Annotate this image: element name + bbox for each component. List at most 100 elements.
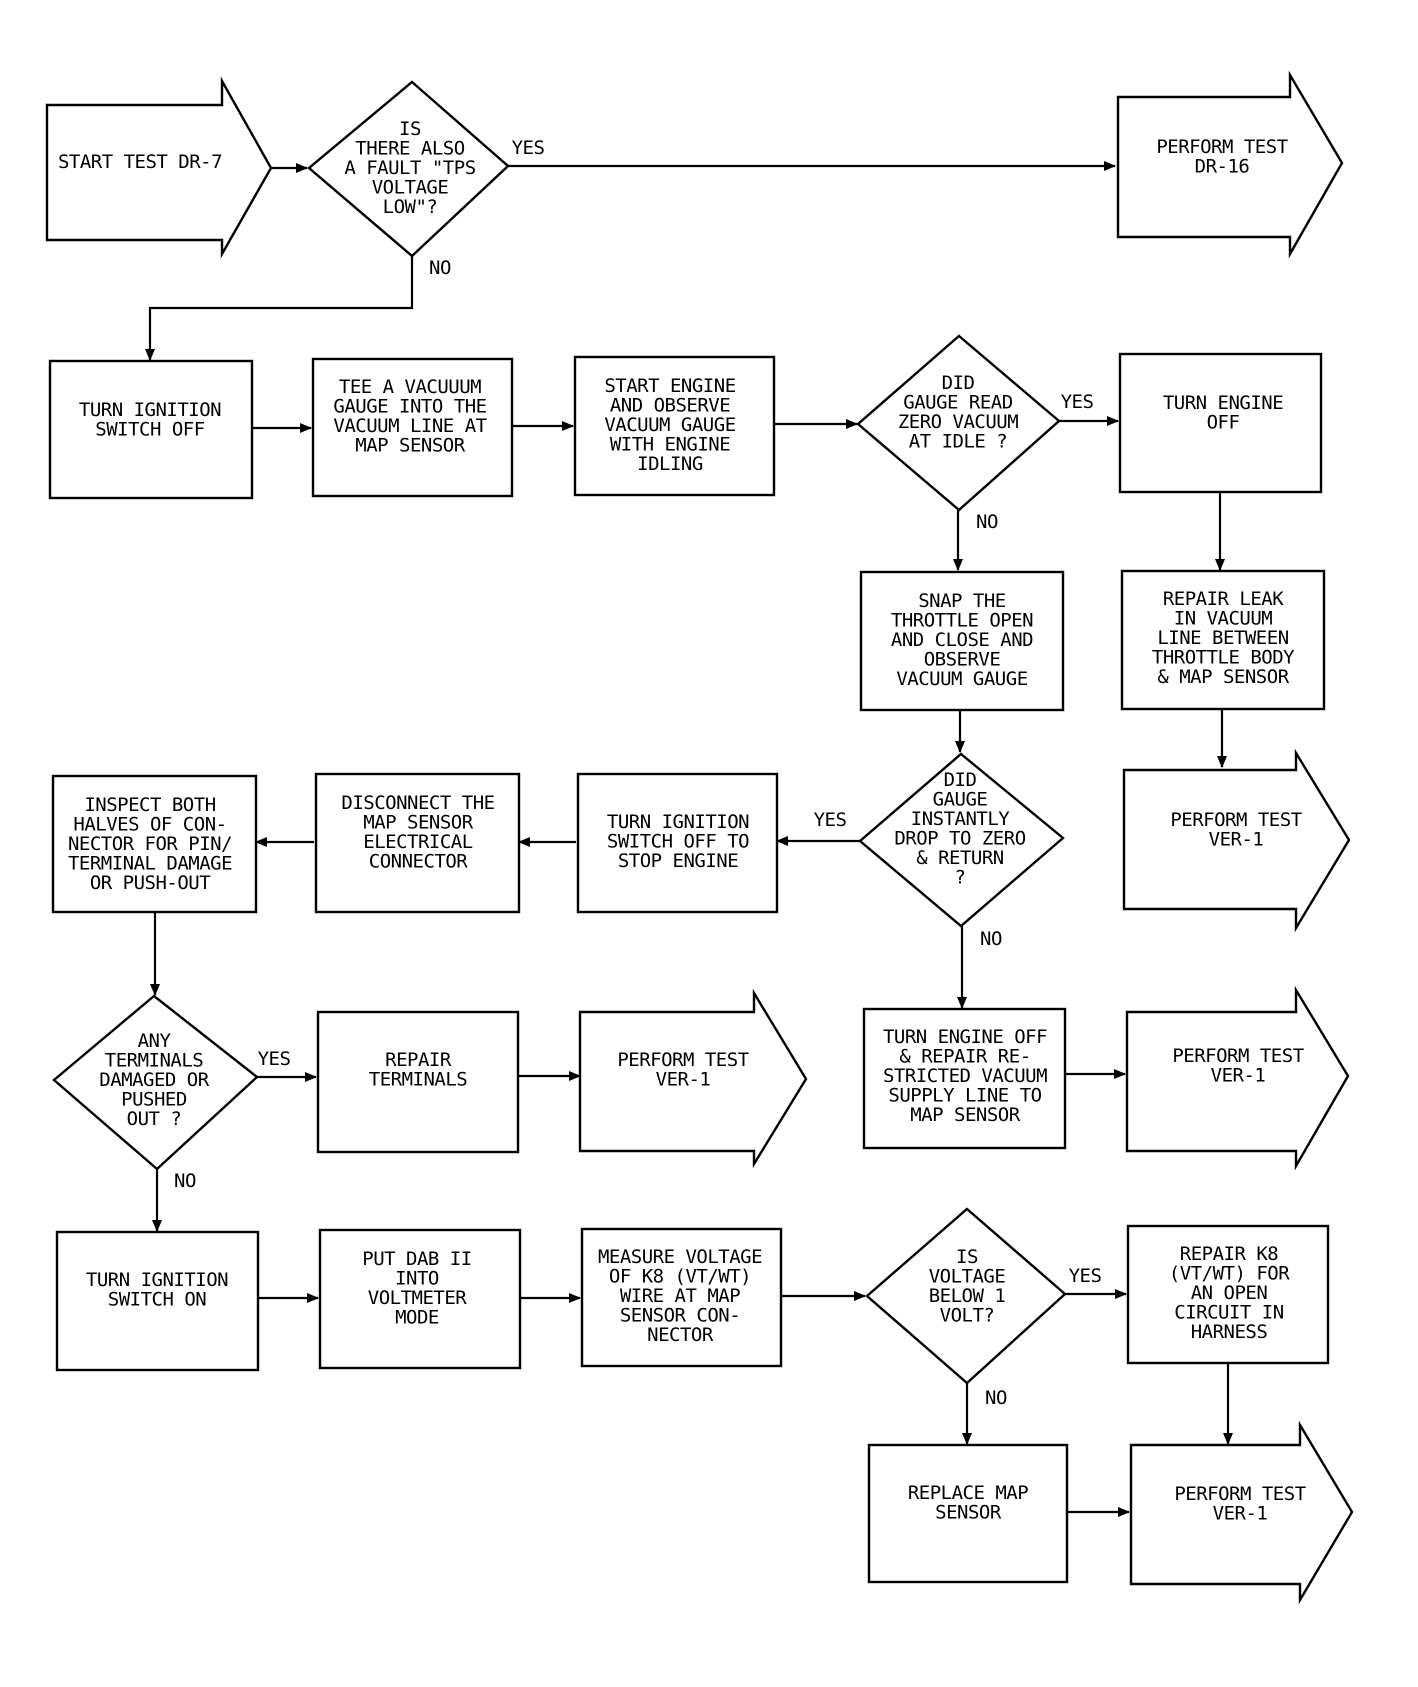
node-text-line: PUSHED bbox=[121, 1089, 187, 1111]
node-text-line: VOLT? bbox=[940, 1305, 995, 1327]
node-text-line: STRICTED VACUUM bbox=[883, 1065, 1047, 1087]
label-tps-no: NO bbox=[429, 257, 451, 279]
node-text-line: IS bbox=[956, 1246, 978, 1268]
label-drop-yes: YES bbox=[814, 809, 847, 831]
node-text-line: LINE BETWEEN bbox=[1157, 627, 1288, 649]
node-text-line: & RETURN bbox=[916, 847, 1004, 869]
node-text-line: VER-1 bbox=[1213, 1503, 1268, 1525]
node-text-line: SENSOR CON- bbox=[620, 1305, 740, 1327]
label-terminals-no: NO bbox=[174, 1170, 196, 1192]
edge-labels: YES NO YES NO YES NO YES NO YES NO bbox=[174, 137, 1102, 1409]
node-text-line: VER-1 bbox=[1211, 1065, 1266, 1087]
node-text-line: (VT/WT) FOR bbox=[1169, 1263, 1290, 1285]
node-text-line: TERMINALS bbox=[105, 1050, 204, 1072]
step-repair-restricted-vacuum-line: TURN ENGINE OFF& REPAIR RE-STRICTED VACU… bbox=[862, 1007, 1067, 1150]
node-text-line: BELOW 1 bbox=[929, 1285, 1006, 1307]
node-text-line: REPAIR LEAK bbox=[1163, 588, 1284, 610]
node-text-line: DID bbox=[944, 769, 977, 791]
node-text-line: & REPAIR RE- bbox=[899, 1046, 1030, 1068]
node-text-line: IDLING bbox=[637, 453, 703, 475]
node-text-line: TURN IGNITION bbox=[607, 811, 749, 833]
node-text-line: PERFORM TEST bbox=[1174, 1483, 1305, 1505]
node-text-line: OF K8 (VT/WT) bbox=[609, 1266, 751, 1288]
node-text-line: ANY bbox=[138, 1030, 172, 1052]
node-text-line: NECTOR FOR PIN/ bbox=[68, 833, 232, 855]
node-text-line: PERFORM TEST bbox=[1156, 136, 1287, 158]
node-text-line: CIRCUIT IN bbox=[1174, 1302, 1283, 1324]
node-text-line: IN VACUUM bbox=[1174, 608, 1273, 630]
node-text-line: PERFORM TEST bbox=[1172, 1045, 1303, 1067]
node-text-line: VACUUM LINE AT bbox=[333, 415, 486, 437]
label-zero-yes: YES bbox=[1061, 391, 1094, 413]
node-text-line: OR PUSH-OUT bbox=[90, 872, 210, 894]
node-text-line: THROTTLE BODY bbox=[1152, 647, 1295, 669]
node-text-line: & MAP SENSOR bbox=[1157, 666, 1289, 688]
node-text-line: VER-1 bbox=[1209, 829, 1264, 851]
node-text-line: WITH ENGINE bbox=[610, 434, 730, 456]
node-text-line: VOLTMETER bbox=[368, 1287, 468, 1309]
node-text-line: HALVES OF CON- bbox=[73, 814, 226, 836]
node-text-line: PUT DAB II bbox=[362, 1248, 471, 1270]
node-text-line: LOW"? bbox=[383, 196, 438, 218]
node-text-line: MAP SENSOR bbox=[910, 1104, 1020, 1126]
node-text-line: NECTOR bbox=[647, 1324, 714, 1346]
node-text-line: ZERO VACUUM bbox=[898, 411, 1018, 433]
node-text-line: MEASURE VOLTAGE bbox=[598, 1246, 762, 1268]
node-text-line: START TEST DR-7 bbox=[58, 151, 222, 173]
node-text-line: TURN ENGINE OFF bbox=[883, 1026, 1047, 1048]
node-text-line: DR-16 bbox=[1195, 156, 1250, 178]
node-text-line: SUPPLY LINE TO bbox=[888, 1085, 1041, 1107]
node-text-line: REPLACE MAP bbox=[908, 1482, 1028, 1504]
node-text-line: ? bbox=[955, 867, 966, 889]
edge-q-tps-no-to-ign-off bbox=[145, 256, 414, 361]
node-text-line: AN OPEN bbox=[1191, 1282, 1268, 1304]
node-text-line: INTO bbox=[395, 1268, 439, 1290]
node-text-line: TERMINAL DAMAGE bbox=[68, 853, 232, 875]
node-text-line: TERMINALS bbox=[369, 1069, 468, 1091]
node-text-line: SWITCH ON bbox=[108, 1289, 207, 1311]
node-text-line: STOP ENGINE bbox=[618, 850, 738, 872]
label-terminals-yes: YES bbox=[258, 1048, 291, 1070]
node-text-line: OUT ? bbox=[127, 1108, 182, 1130]
node-text-line: GAUGE READ bbox=[903, 392, 1012, 414]
node-text-line: SNAP THE bbox=[918, 590, 1006, 612]
node-text-line: INSPECT BOTH bbox=[84, 794, 215, 816]
node-text-line: TEE A VACUUUM bbox=[339, 376, 481, 398]
label-zero-no: NO bbox=[976, 511, 998, 533]
node-text-line: DROP TO ZERO bbox=[894, 828, 1025, 850]
node-text-line: AND OBSERVE bbox=[610, 395, 730, 417]
node-text-line: DID bbox=[942, 372, 975, 394]
